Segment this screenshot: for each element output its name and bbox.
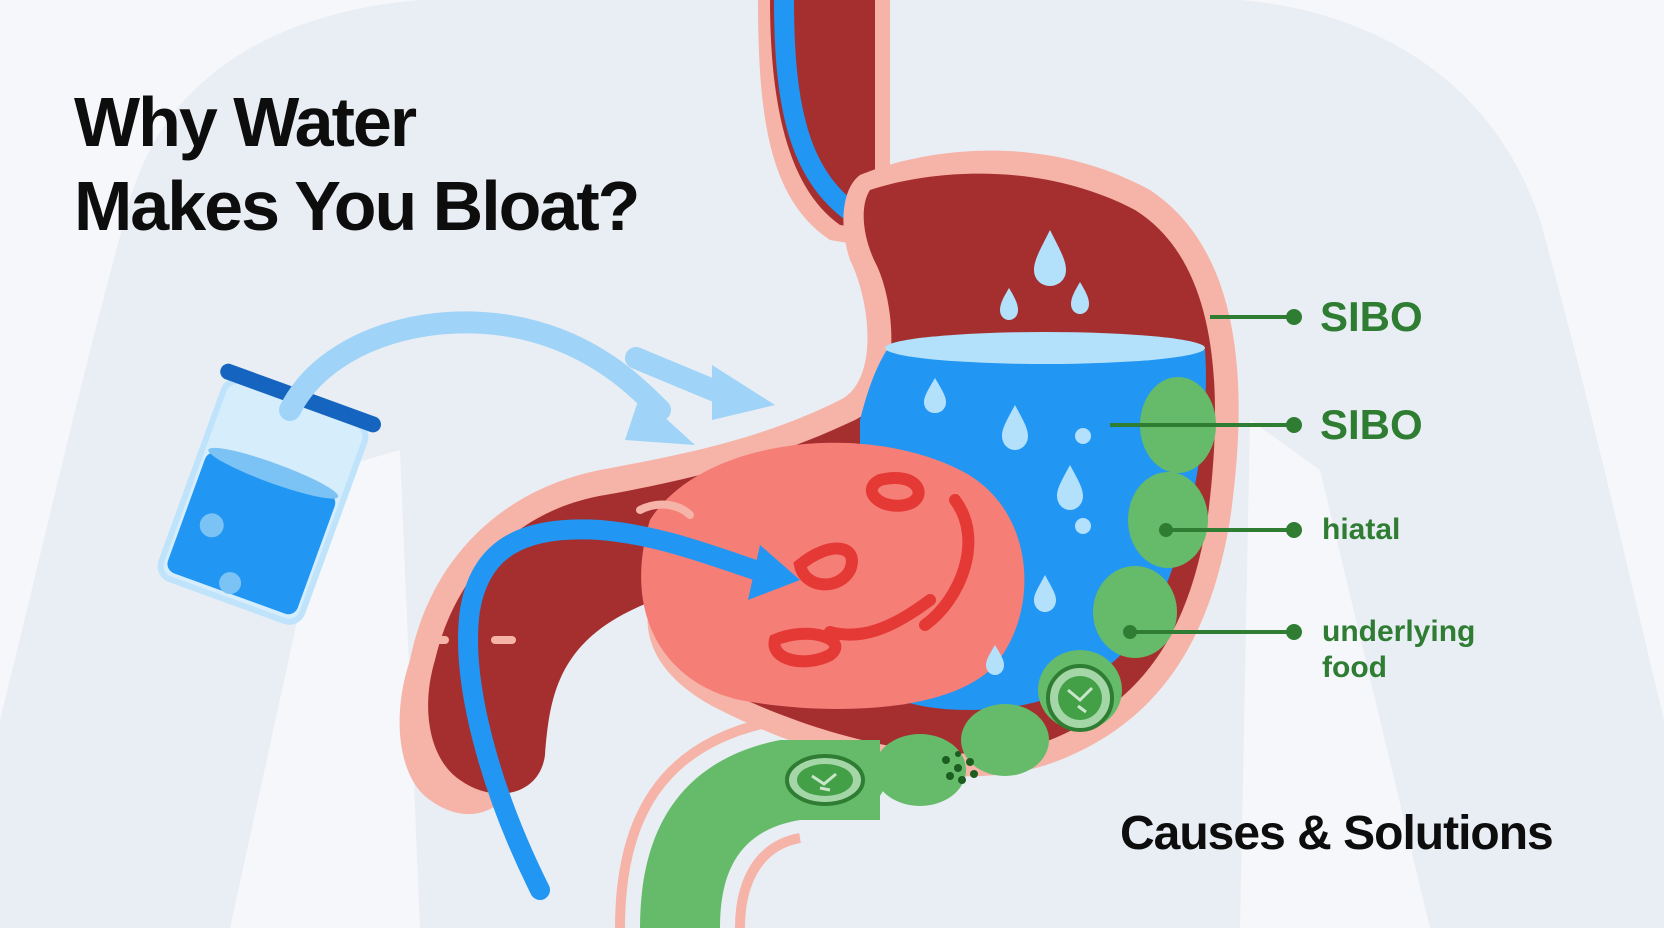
food-mass — [641, 442, 1025, 709]
water-drop-icon — [1071, 282, 1089, 314]
esophagus-wall — [770, 0, 875, 230]
label-hiatal: hiatal — [1322, 513, 1401, 546]
bacteria-icon — [785, 754, 865, 806]
title-line-2: Makes You Bloat? — [74, 167, 640, 245]
label-sibo-1: SIBO — [1320, 293, 1423, 340]
stomach-folds — [426, 500, 694, 644]
food-texture — [768, 472, 975, 668]
water-drop-icon — [1002, 405, 1028, 450]
flow-arrow-icon — [625, 347, 736, 406]
water-drops — [924, 230, 1091, 675]
water-flow-line — [458, 519, 780, 900]
water-surface — [885, 332, 1205, 364]
label-leaders — [1110, 309, 1302, 640]
label-underlying-food: underlying food — [1322, 615, 1476, 684]
esophagus-water-stream — [774, 0, 870, 228]
bacteria-icon — [1046, 664, 1114, 732]
water-drop-icon — [924, 378, 946, 413]
flow-arrow-icon — [748, 545, 800, 600]
footer-subtitle: Causes & Solutions — [1120, 807, 1554, 860]
water-drop-icon — [1000, 288, 1018, 320]
flow-arrow-icon — [625, 395, 695, 445]
intestine-outline — [615, 717, 802, 928]
water-drop-icon — [1034, 575, 1056, 612]
bacteria-icon — [942, 751, 978, 784]
water-drop-icon — [986, 645, 1004, 675]
water-drop-icon — [1075, 428, 1091, 444]
flow-arrow-icon — [712, 365, 775, 420]
page-title: Why Water Makes You Bloat? — [74, 80, 640, 248]
water-glass-icon — [157, 363, 381, 625]
title-line-1: Why Water — [74, 83, 417, 161]
water-drop-icon — [1075, 518, 1091, 534]
water-drop-icon — [1034, 230, 1066, 286]
water-drop-icon — [1057, 465, 1083, 510]
label-sibo-2: SIBO — [1320, 401, 1423, 448]
flow-arrow-icon — [279, 311, 671, 421]
